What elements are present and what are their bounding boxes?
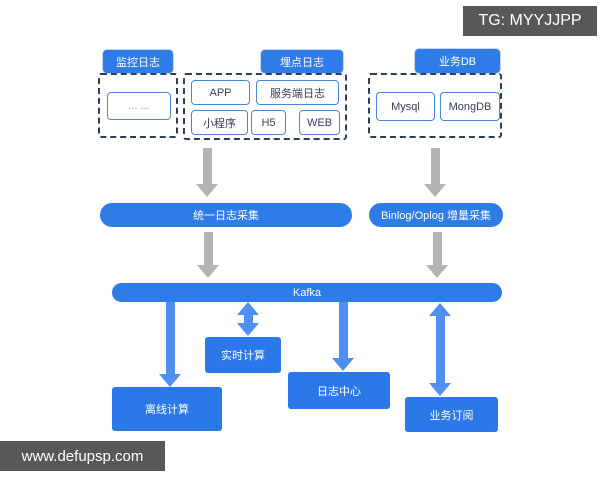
- tg-badge: TG: MYYJJPP: [463, 6, 597, 36]
- arrow-logs-to-unified-collection: [196, 148, 218, 197]
- node-mysql: Mysql: [376, 92, 435, 121]
- group-container-monitoring-logs: [98, 73, 178, 138]
- node-monitoring-placeholder: ... ...: [107, 92, 171, 120]
- node-offline-computing: 离线计算: [112, 387, 222, 431]
- watermark-url: www.defupsp.com: [0, 441, 165, 471]
- arrow-unified-to-kafka: [197, 232, 219, 278]
- arrow-binlog-to-kafka: [426, 232, 448, 278]
- node-app: APP: [191, 80, 250, 105]
- group-header-tracking-logs: 埋点日志: [261, 50, 343, 73]
- bar-binlog-oplog-collection: Binlog/Oplog 增量采集: [369, 203, 503, 227]
- arrow-kafka-to-offline-computing: [159, 301, 181, 387]
- group-header-business-db: 业务DB: [415, 49, 500, 73]
- bar-unified-log-collection: 统一日志采集: [100, 203, 352, 227]
- group-container-tracking-logs: [183, 73, 347, 140]
- node-h5: H5: [251, 110, 286, 135]
- bar-kafka: Kafka: [112, 283, 502, 302]
- arrow-kafka-realtime-bidirectional: [237, 302, 259, 336]
- arrow-db-to-binlog-collection: [424, 148, 446, 197]
- node-web: WEB: [299, 110, 340, 135]
- group-header-monitoring-logs: 监控日志: [103, 50, 173, 73]
- arrow-kafka-subscription-bidirectional: [429, 303, 451, 396]
- node-server-log: 服务端日志: [256, 80, 339, 105]
- group-container-business-db: [368, 73, 502, 138]
- node-realtime-computing: 实时计算: [205, 337, 281, 373]
- arrow-kafka-to-log-center: [332, 301, 354, 371]
- node-mini-program: 小程序: [191, 110, 248, 135]
- node-business-subscription: 业务订阅: [405, 397, 498, 432]
- node-log-center: 日志中心: [288, 372, 390, 409]
- node-mongdb: MongDB: [440, 92, 500, 121]
